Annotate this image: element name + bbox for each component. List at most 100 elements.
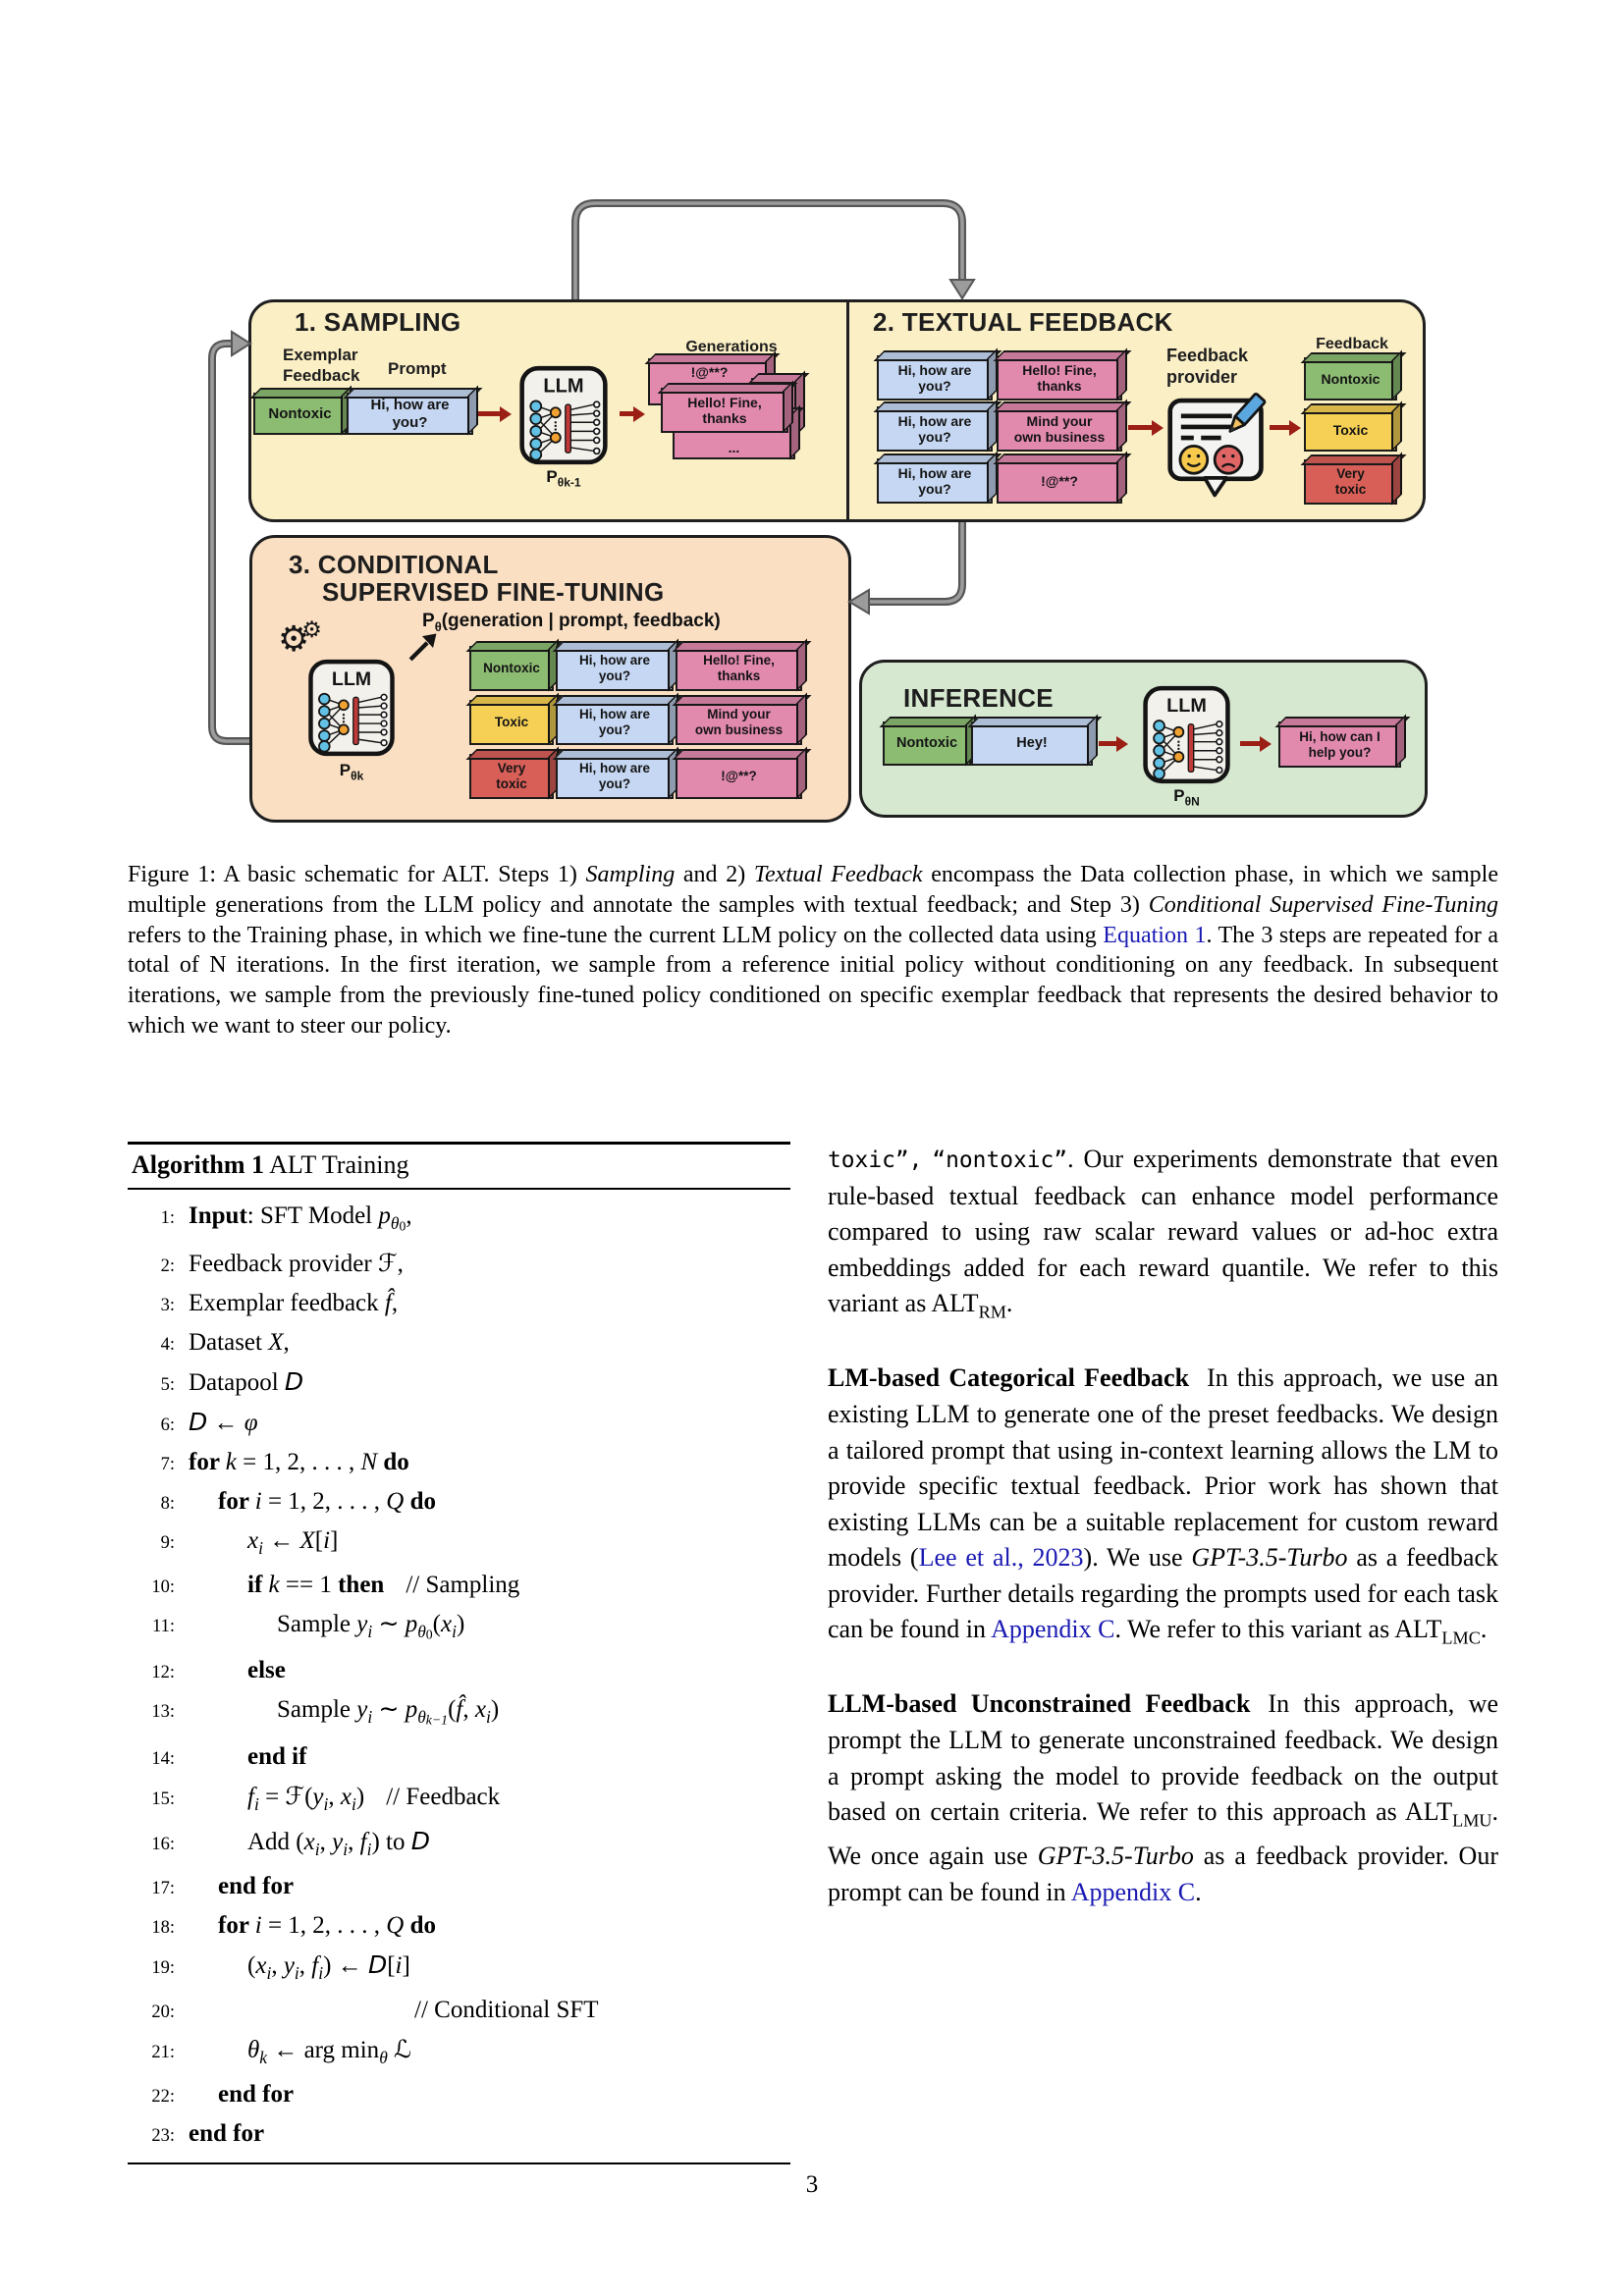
text-segment: end for (218, 2081, 295, 2109)
text-segment: i (266, 1963, 272, 1984)
algorithm-title: Algorithm 1 ALT Training (128, 1142, 790, 1190)
text-segment: Input (189, 1202, 247, 1229)
red-arrow (1099, 735, 1128, 752)
llm-icon (1140, 685, 1233, 784)
text-segment: , (328, 1783, 341, 1810)
text-segment: ← (262, 1526, 300, 1554)
generation-box: !@**? (997, 458, 1122, 504)
page-number: 3 (805, 2171, 819, 2198)
text-segment: f̂ (384, 1289, 392, 1316)
text-segment: i (367, 1707, 373, 1728)
line-number: 20: (151, 2002, 175, 2023)
text-segment: . We once again use (828, 1797, 1498, 1871)
conditional-title-line2: SUPERVISED FINE-TUNING (322, 577, 665, 607)
algorithm-line: 23:end for (128, 2115, 790, 2155)
policy-label-sampling: Pθk-1 (516, 467, 611, 489)
text-segment: end if (247, 1742, 307, 1770)
inline-link[interactable]: Equation 1 (1103, 922, 1207, 948)
sampling-title: 1. SAMPLING (295, 307, 461, 337)
algorithm-line: 12:else (128, 1652, 790, 1691)
algorithm-statement: D ← φ (189, 1404, 258, 1441)
text-segment: refers to the Training phase, in which w… (128, 922, 1104, 948)
text-segment: . We refer to this variant as ALT (1114, 1615, 1442, 1644)
algorithm-line: 8:for i = 1, 2, . . . , Q do (128, 1483, 790, 1522)
algorithm-line: 2:Feedback provider ℱ, (128, 1245, 790, 1285)
text-segment: // Feedback (386, 1783, 501, 1810)
line-number: 19: (151, 1958, 175, 1979)
exemplar-feedback-box: Nontoxic (253, 393, 347, 435)
red-arrow (1240, 735, 1272, 752)
text-segment: RM (978, 1302, 1006, 1322)
inline-link[interactable]: Appendix C (1070, 1877, 1196, 1906)
policy-base: P (1173, 786, 1185, 805)
line-number: 23: (151, 2126, 175, 2147)
text-segment: 0 (425, 1627, 433, 1642)
algorithm-line: 21:θk ← arg minθ ℒ (128, 2031, 790, 2076)
text-segment: y (283, 1952, 295, 1980)
feedback-provider-icon (1166, 388, 1267, 502)
algorithm-statement: Add (xi, yi, fi) to D (189, 1823, 430, 1868)
text-segment: == 1 (279, 1571, 339, 1598)
prompt-label: Prompt (388, 359, 447, 378)
text-segment: ( (247, 1952, 256, 1980)
algorithm-statement: Feedback provider ℱ, (189, 1245, 404, 1282)
text-segment: Add ( (247, 1828, 304, 1855)
text-segment: θ (417, 1707, 426, 1728)
text-segment: i (352, 1793, 356, 1814)
prompt-box: Hi, how are you? (877, 355, 993, 400)
text-segment: Dataset (189, 1328, 269, 1356)
text-segment: f (311, 1952, 319, 1980)
text-segment: = (258, 1783, 286, 1810)
text-segment: do (377, 1448, 409, 1475)
text-segment: i (314, 1840, 320, 1860)
text-segment: and 2) (675, 862, 754, 887)
algorithm-line: 5:Datapool D (128, 1363, 790, 1404)
generation-box: Hello! Fine, thanks (997, 355, 1122, 400)
text-segment: In this approach, we prompt the LLM to g… (828, 1689, 1498, 1827)
text-segment: f̂ (456, 1696, 463, 1724)
inline-link[interactable]: Appendix C (991, 1615, 1115, 1644)
line-number: 4: (160, 1334, 175, 1355)
text-segment: Q (386, 1912, 405, 1940)
policy-base: P (546, 467, 558, 486)
algorithm-line: 11: Sample yi ∼ pθ0(xi) (128, 1606, 790, 1653)
text-segment: . Our experiments demonstrate that even … (828, 1145, 1498, 1318)
text-segment: N (360, 1448, 378, 1475)
text-segment: k (225, 1448, 237, 1475)
text-segment: i (323, 1526, 331, 1554)
paragraph-text: toxic”, “nontoxic”. Our experiments demo… (828, 1145, 1498, 1322)
text-segment: for (189, 1448, 226, 1475)
text-segment: i (318, 1963, 324, 1984)
text-segment: p (405, 1610, 418, 1637)
algorithm-line: 16:Add (xi, yi, fi) to D (128, 1823, 790, 1868)
text-segment: f (247, 1783, 254, 1810)
text-segment: do (404, 1487, 437, 1515)
line-number: 22: (151, 2087, 175, 2108)
line-number: 1: (160, 1208, 175, 1228)
algorithm-line: 3:Exemplar feedback f̂, (128, 1285, 790, 1324)
text-segment: LMC (1441, 1628, 1481, 1648)
text-segment: , (391, 1289, 399, 1316)
text-segment: Sampling (585, 862, 676, 887)
gear-icon: ⚙⚙ (278, 617, 322, 660)
inline-link[interactable]: Lee et al., 2023 (918, 1543, 1084, 1573)
line-number: 11: (152, 1616, 175, 1636)
algorithm-line: 7:for k = 1, 2, . . . , N do (128, 1444, 790, 1483)
feedback-option-box: Very toxic (1304, 459, 1397, 505)
prompt-box: Hi, how are you? (877, 458, 993, 504)
algorithm-line: 19:(xi, yi, fi) ← D[i] (128, 1947, 790, 1992)
text-segment: encompass the Data collection phase, in … (128, 862, 1498, 918)
text-segment: ). We use (1083, 1543, 1192, 1573)
algorithm-statement: Exemplar feedback f̂, (189, 1285, 398, 1321)
left-column: Algorithm 1 ALT Training 1:Input: SFT Mo… (128, 1142, 790, 2165)
text-segment: i (343, 1840, 349, 1860)
text-segment: Datapool (189, 1368, 285, 1396)
text-segment: θ (247, 2037, 260, 2064)
text-segment: x (303, 1828, 315, 1855)
text-segment: Sample (277, 1696, 357, 1724)
prompt-box: Hi, how are you? (556, 646, 674, 691)
algorithm-statement: Sample yi ∼ pθ0(xi) (189, 1606, 464, 1653)
text-segment: . (1480, 1615, 1488, 1644)
policy-sub: θN (1184, 794, 1200, 809)
text-segment: LMU (1452, 1810, 1492, 1831)
